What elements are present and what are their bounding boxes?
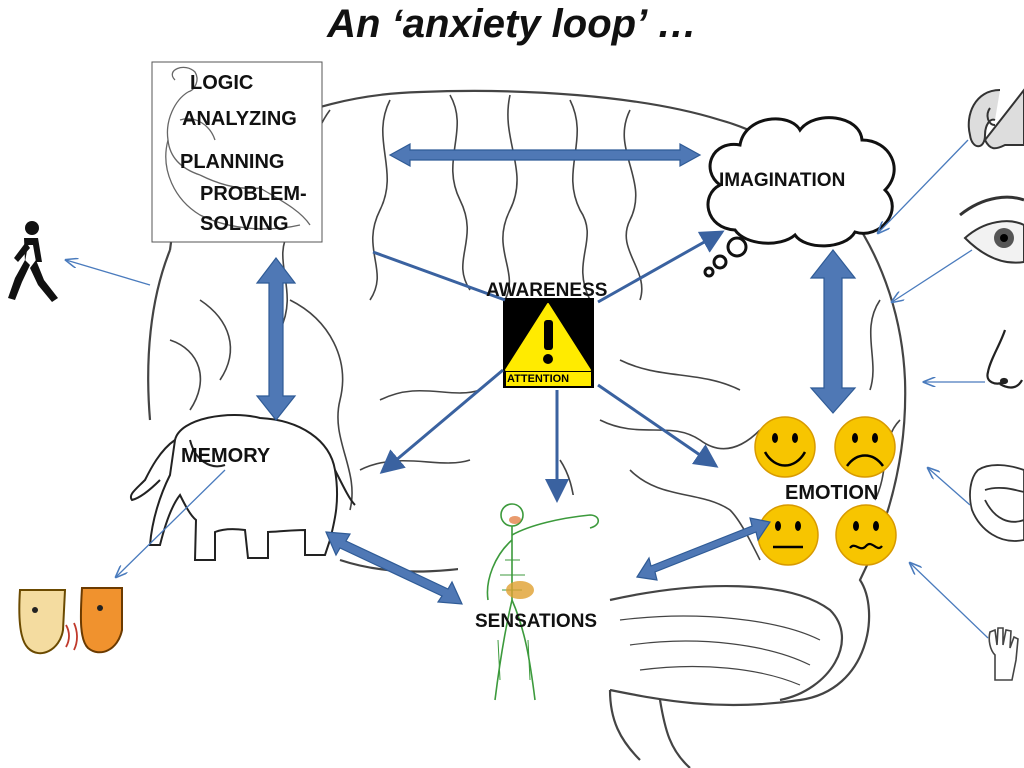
- attention-sign-text: ATTENTION: [507, 373, 570, 385]
- arrow-eye-to-brain: [892, 249, 973, 302]
- label-solving: SOLVING: [200, 213, 289, 235]
- brain-sketch: [147, 89, 907, 768]
- loop-arrows: [255, 142, 857, 605]
- label-imagination: IMAGINATION: [719, 170, 846, 191]
- arrow-mouth-to-brain: [928, 468, 971, 506]
- smiley-worried: [835, 504, 897, 566]
- ear-icon: [967, 88, 1024, 150]
- smiley-faces: [754, 416, 897, 566]
- arrow-ear-to-imagination: [878, 139, 969, 233]
- arrow-awareness-to-logic: [372, 250, 506, 302]
- label-planning: PLANNING: [180, 151, 285, 173]
- hand-icon: [988, 627, 1019, 681]
- arrow-memory-to-masks: [116, 469, 226, 577]
- talking-masks-icon: [18, 587, 123, 655]
- nose-icon: [986, 329, 1023, 389]
- arrow-logic-memory: [255, 257, 297, 421]
- arrow-walker-to-brain: [66, 260, 151, 286]
- smiley-sad: [834, 416, 896, 478]
- arrow-logic-imagination: [388, 142, 702, 168]
- label-analyzing: ANALYZING: [182, 108, 297, 130]
- smiley-happy: [754, 416, 816, 478]
- attention-sign: [503, 298, 594, 388]
- awareness-arrows: [372, 230, 725, 503]
- thinker-sketch: [151, 61, 323, 243]
- mouth-icon: [969, 464, 1024, 542]
- label-logic: LOGIC: [190, 72, 254, 94]
- sense-arrows: [66, 139, 989, 639]
- arrow-sensations-emotion: [636, 517, 771, 581]
- walking-person-icon: [8, 221, 58, 302]
- arrow-awareness-to-imagination: [597, 230, 725, 304]
- label-emotion: EMOTION: [785, 482, 879, 504]
- arrow-hand-to-emotion: [910, 563, 989, 639]
- eye-icon: [959, 195, 1024, 264]
- arrow-awareness-to-memory: [379, 368, 504, 474]
- page-title: An ‘anxiety loop’ …: [327, 2, 697, 46]
- label-sensations: SENSATIONS: [475, 611, 598, 632]
- arrow-imagination-emotion: [809, 249, 857, 414]
- nervous-system-figure: [458, 495, 608, 710]
- smiley-neutral: [757, 504, 819, 566]
- label-problem: PROBLEM-: [200, 183, 307, 205]
- arrow-memory-sensations: [325, 531, 463, 605]
- elephant: [129, 413, 356, 561]
- arrow-awareness-to-emotion: [597, 383, 719, 468]
- label-memory: MEMORY: [181, 445, 271, 467]
- thought-cloud: [703, 116, 896, 278]
- label-awareness: AWARENESS: [486, 280, 608, 301]
